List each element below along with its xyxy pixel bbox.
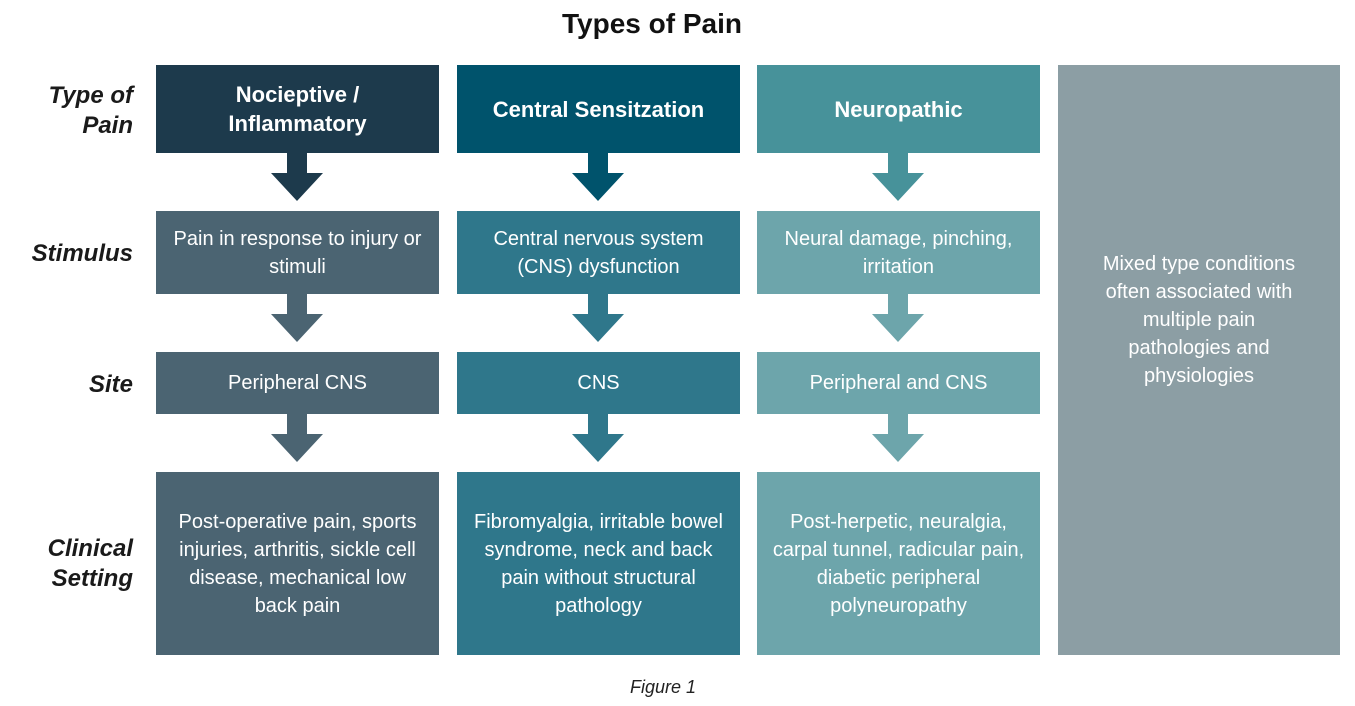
row-label-site: Site (88, 371, 133, 398)
col2-site-text: CNS (577, 372, 620, 394)
col2-stimulus-text: Central nervous system (CNS) dysfunction (493, 227, 704, 278)
mixed-type-text: Mixed type conditions often associated w… (1102, 253, 1296, 387)
col3-clinical-text: Post-herpetic, neuralgia, carpal tunnel,… (772, 510, 1025, 617)
col2-type-box: Central Sensitzation (457, 65, 740, 153)
col1-site-box: Peripheral CNS (156, 352, 439, 414)
col1-type-box: Nocieptive / Inflammatory (156, 65, 439, 153)
row-label-stimulus: Stimulus (31, 240, 133, 267)
col1-stimulus-box: Pain in response to injury or stimuli (156, 211, 439, 294)
col1-clinical-text: Post-operative pain, sports injuries, ar… (178, 510, 417, 617)
col2-stimulus-box: Central nervous system (CNS) dysfunction (457, 211, 740, 294)
col3-site-box: Peripheral and CNS (757, 352, 1040, 414)
row-label-clinical-text: Clinical Setting (47, 535, 133, 592)
col2-arrow-1 (572, 153, 624, 201)
col1-clinical-box: Post-operative pain, sports injuries, ar… (156, 472, 439, 655)
col1-type-text: Nocieptive / Inflammatory (228, 82, 367, 136)
diagram-title: Types of Pain (562, 8, 742, 39)
col1-site-text: Peripheral CNS (228, 372, 367, 394)
col3-arrow-3 (872, 414, 924, 462)
figure-caption: Figure 1 (629, 677, 697, 697)
col2-arrow-3 (572, 414, 624, 462)
col3-site-text: Peripheral and CNS (809, 372, 988, 394)
col3-clinical-box: Post-herpetic, neuralgia, carpal tunnel,… (757, 472, 1040, 655)
col3-type-box: Neuropathic (757, 65, 1040, 153)
col1-stimulus-text: Pain in response to injury or stimuli (173, 227, 422, 278)
row-label-type-text: Type of Pain (48, 82, 133, 139)
row-label-type: Type of Pain (0, 81, 133, 141)
col2-type-text: Central Sensitzation (492, 96, 705, 122)
mixed-type-box: Mixed type conditions often associated w… (1058, 65, 1340, 655)
col2-site-box: CNS (457, 352, 740, 414)
col2-arrow-2 (572, 294, 624, 342)
col3-stimulus-text: Neural damage, pinching, irritation (784, 227, 1013, 278)
col2-clinical-box: Fibromyalgia, irritable bowel syndrome, … (457, 472, 740, 655)
row-label-clinical: Clinical Setting (0, 534, 133, 594)
col1-arrow-1 (271, 153, 323, 201)
col1-arrow-2 (271, 294, 323, 342)
col2-clinical-text: Fibromyalgia, irritable bowel syndrome, … (474, 510, 723, 617)
col3-type-text: Neuropathic (834, 96, 963, 122)
col3-arrow-2 (872, 294, 924, 342)
col3-stimulus-box: Neural damage, pinching, irritation (757, 211, 1040, 294)
col3-arrow-1 (872, 153, 924, 201)
col1-arrow-3 (271, 414, 323, 462)
